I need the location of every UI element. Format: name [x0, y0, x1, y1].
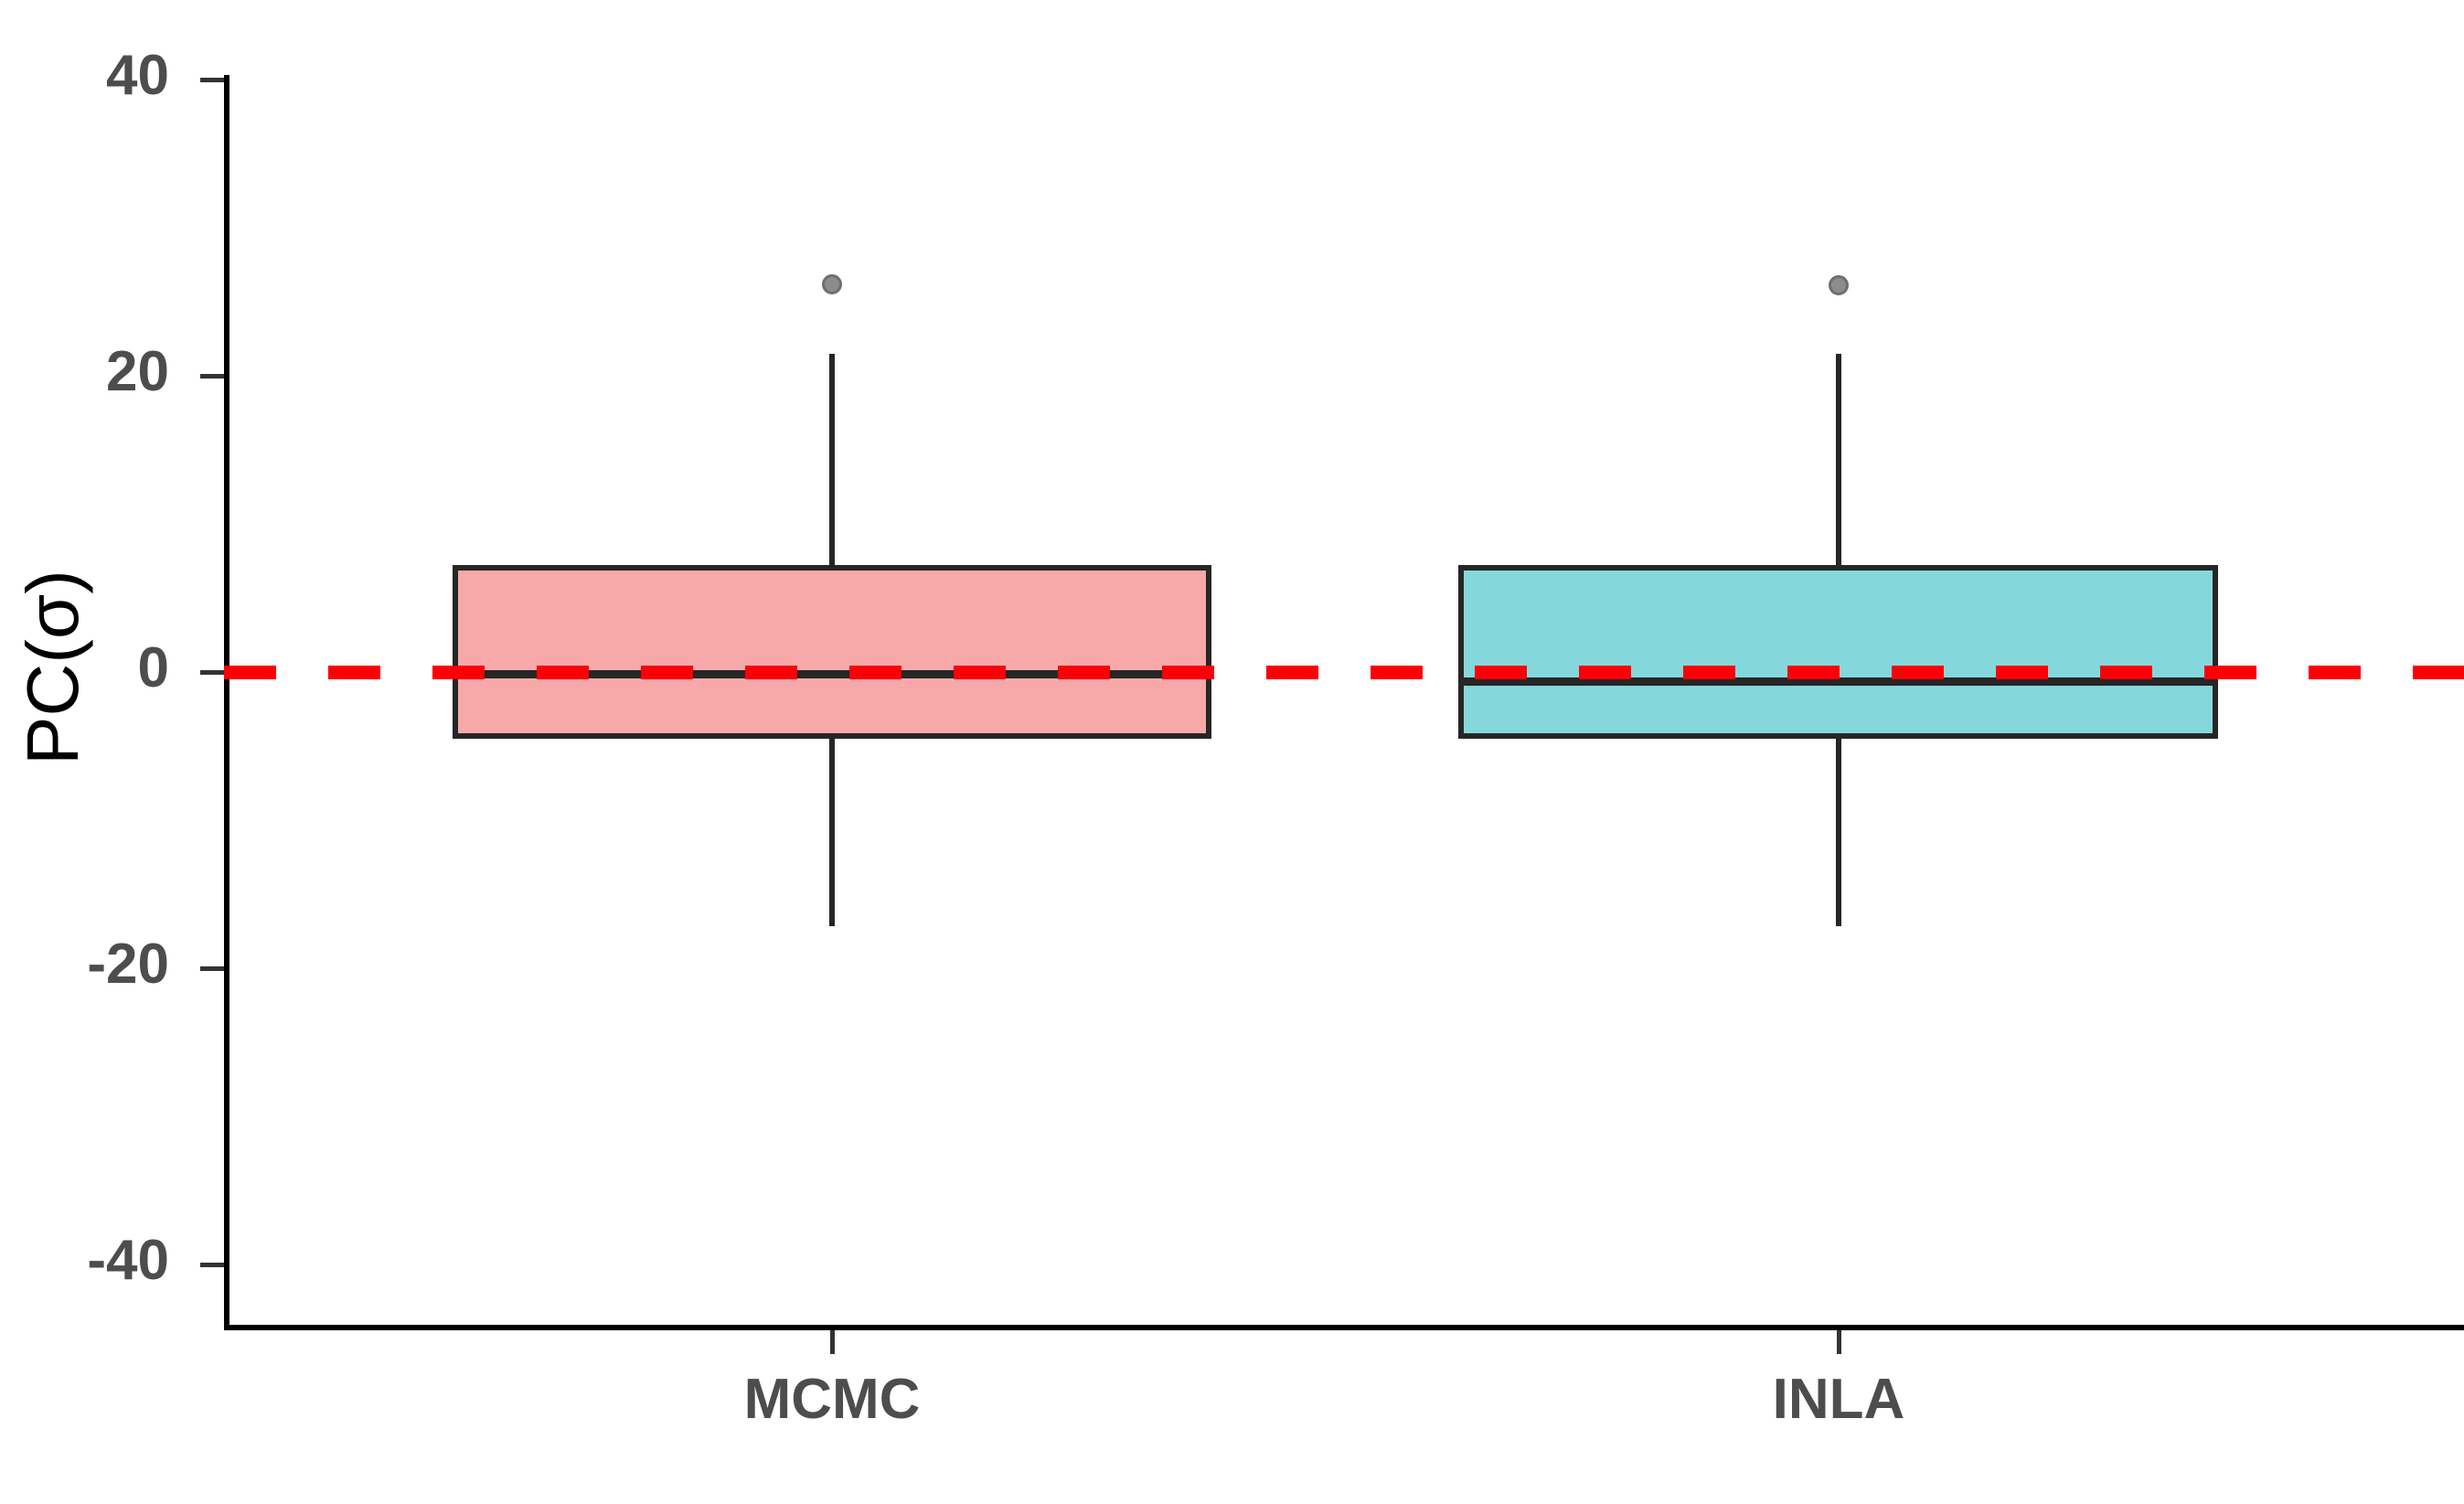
- mcmc-whisker-upper: [829, 354, 835, 566]
- x-tick-inla: [1837, 1330, 1841, 1354]
- x-tick-label-inla: INLA: [1772, 1368, 1905, 1431]
- y-tick-40: [200, 78, 224, 82]
- y-axis-title: PC(σ): [12, 570, 93, 765]
- y-tick-0: [200, 670, 224, 675]
- inla-box: [1458, 565, 2218, 739]
- y-tick-neg40: [200, 1263, 224, 1267]
- mcmc-whisker-lower: [829, 736, 835, 926]
- x-axis-line: [224, 1325, 2464, 1330]
- inla-whisker-lower: [1836, 736, 1841, 926]
- x-tick-label-mcmc: MCMC: [743, 1368, 921, 1431]
- y-tick-label-0: 0: [137, 636, 169, 699]
- mcmc-box: [453, 565, 1211, 739]
- y-tick-label-neg20: -20: [87, 933, 169, 996]
- y-tick-neg20: [200, 966, 224, 971]
- inla-whisker-upper: [1836, 354, 1841, 566]
- zero-reference-line: [224, 666, 2464, 679]
- y-tick-label-20: 20: [106, 340, 169, 403]
- y-axis-line: [224, 75, 229, 1329]
- y-tick-20: [200, 374, 224, 379]
- inla-median-line: [1458, 677, 2218, 686]
- y-tick-label-neg40: -40: [87, 1229, 169, 1292]
- inla-outlier-point: [1829, 275, 1849, 295]
- mcmc-outlier-point: [822, 274, 842, 294]
- x-tick-mcmc: [830, 1330, 835, 1354]
- y-tick-label-40: 40: [106, 44, 169, 107]
